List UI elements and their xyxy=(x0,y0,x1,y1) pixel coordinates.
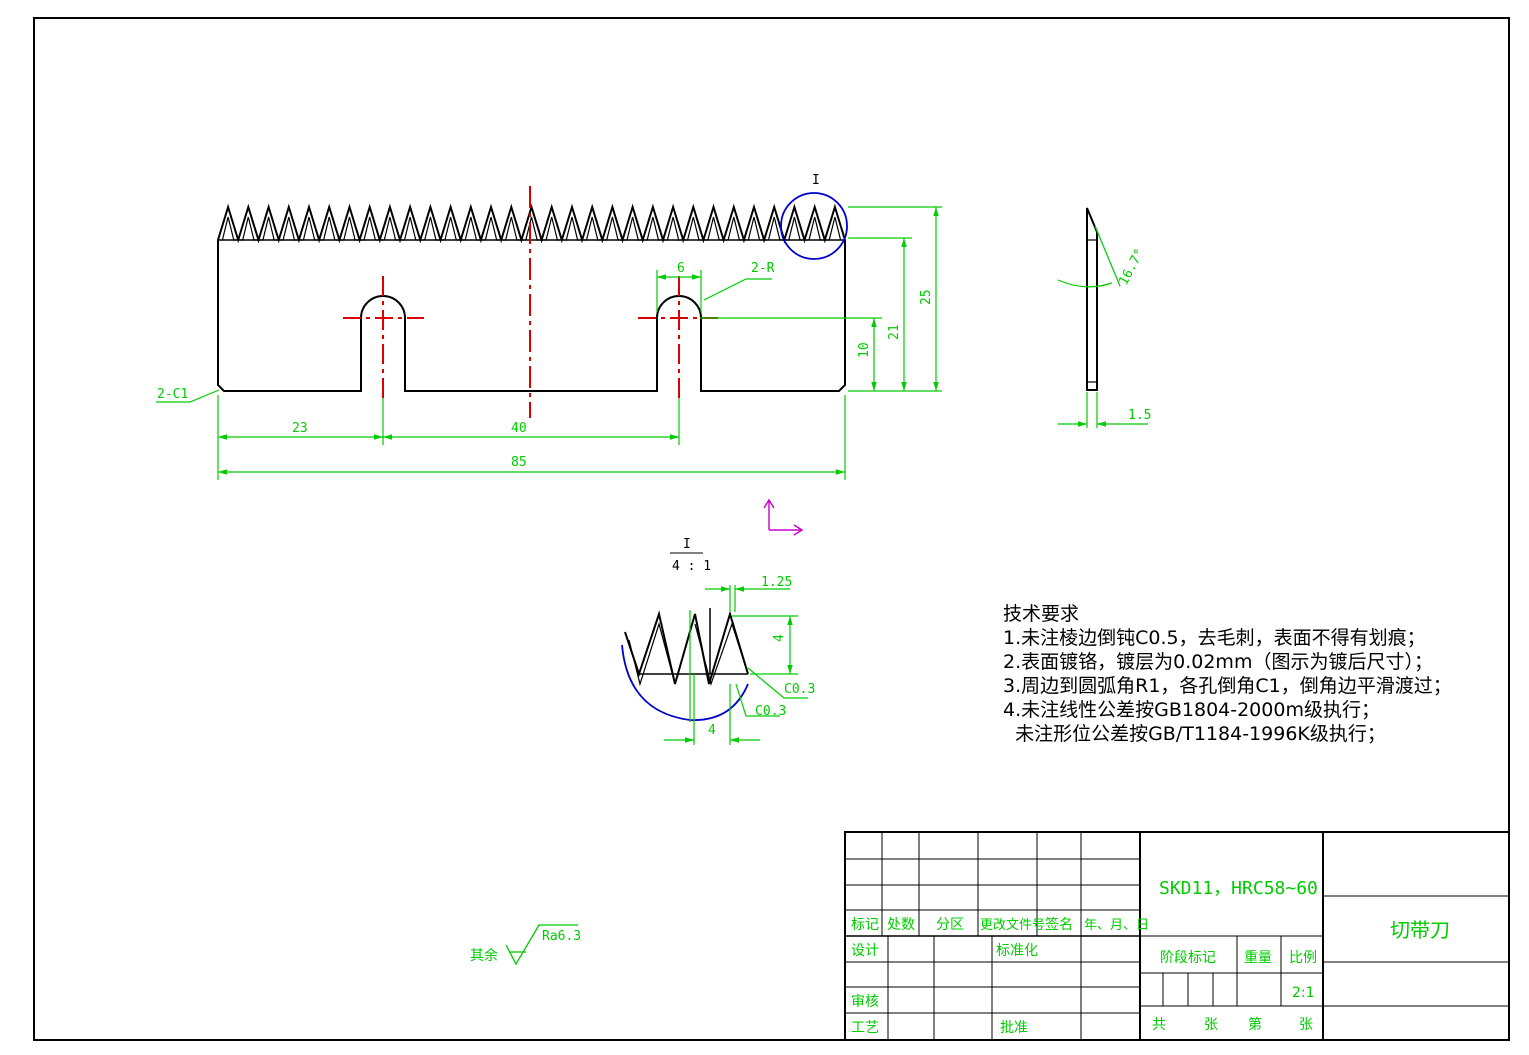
tb-process: 工艺 xyxy=(851,1020,879,1036)
dim-slot-radius: 2-R xyxy=(751,261,775,276)
main-dimensions xyxy=(156,206,942,480)
detail-teeth xyxy=(624,610,749,685)
tech-line-3: 3.周边到圆弧角R1，各孔倒角C1，倒角边平滑渡过； xyxy=(1003,675,1452,697)
drawing-frame xyxy=(33,17,1510,1041)
tb-total: 共 xyxy=(1152,1017,1166,1033)
tb-part-name: 切带刀 xyxy=(1390,918,1450,942)
tb-scale-value: 2:1 xyxy=(1292,985,1315,1001)
tb-material: SKD11，HRC58~60 xyxy=(1159,878,1318,899)
surface-finish-label: 其余 xyxy=(470,947,498,964)
tech-line-4: 4.未注线性公差按GB1804-2000m级执行； xyxy=(1003,699,1380,721)
tech-line-1: 1.未注棱边倒钝C0.5，去毛刺，表面不得有划痕； xyxy=(1003,627,1426,649)
tb-header-sign: 签名 xyxy=(1045,916,1073,933)
roughness-symbol-icon xyxy=(505,924,578,966)
tb-design: 设计 xyxy=(851,943,879,959)
tb-header-zone: 分区 xyxy=(936,917,964,933)
surface-finish: 其余 Ra6.3 xyxy=(470,924,581,966)
side-thickness: 1.5 xyxy=(1128,408,1151,423)
tb-header-mark: 标记 xyxy=(851,917,879,933)
tb-approve: 批准 xyxy=(1000,1020,1028,1036)
detail-tooth-height: 4 xyxy=(772,634,787,642)
title-block: 标记 处数 分区 更改文件号 签名 年、月、日 设计 标准化 审核 工艺 批准 … xyxy=(844,831,1510,1041)
detail-circle-marker xyxy=(780,192,848,260)
detail-view: I 4 : 1 1.25 4 4 C0.3 C0.3 xyxy=(621,537,815,745)
tech-requirements: 技术要求 1.未注棱边倒钝C0.5，去毛刺，表面不得有划痕； 2.表面镀铬，镀层… xyxy=(1003,603,1452,745)
dim-slot-spacing: 40 xyxy=(511,421,527,436)
tech-line-5: 未注形位公差按GB/T1184-1996K级执行； xyxy=(1003,723,1386,745)
dim-height-body: 21 xyxy=(887,324,902,340)
tb-header-change-doc: 更改文件号 xyxy=(980,918,1045,933)
dim-slot-width: 6 xyxy=(677,261,685,276)
detail-pitch: 4 xyxy=(708,723,716,738)
tb-weight: 重量 xyxy=(1244,950,1272,966)
tooth-inner-contour xyxy=(221,216,842,241)
blade-outline xyxy=(217,203,846,392)
detail-scale: 4 : 1 xyxy=(672,559,711,574)
main-view: I xyxy=(156,173,942,536)
side-view: 16.7° 1.5 xyxy=(1057,207,1151,428)
tech-line-2: 2.表面镀铬，镀层为0.02mm（图示为镀后尺寸）； xyxy=(1003,651,1433,673)
tb-stage-mark: 阶段标记 xyxy=(1160,950,1216,966)
surface-finish-value: Ra6.3 xyxy=(542,929,581,944)
dim-left-offset: 23 xyxy=(292,421,308,436)
dim-total-width: 85 xyxy=(511,455,527,470)
tech-title: 技术要求 xyxy=(1003,603,1079,625)
tb-header-date: 年、月、日 xyxy=(1084,918,1149,933)
tb-scale-label: 比例 xyxy=(1289,950,1317,966)
dim-height-total: 25 xyxy=(919,289,934,305)
detail-marker-label: I xyxy=(812,173,820,188)
detail-chamfer-a: C0.3 xyxy=(784,682,815,697)
tb-sheets: 张 xyxy=(1204,1017,1218,1033)
side-profile xyxy=(1086,207,1098,391)
tb-sheet-no: 第 xyxy=(1248,1016,1262,1033)
tb-sheet-unit: 张 xyxy=(1299,1017,1313,1033)
ucs-icon xyxy=(763,498,804,536)
tb-header-count: 处数 xyxy=(887,917,915,933)
detail-tooth-tip: 1.25 xyxy=(761,575,792,590)
detail-label: I xyxy=(683,537,691,552)
dim-corner-chamfer: 2-C1 xyxy=(157,387,188,402)
side-angle: 16.7° xyxy=(1116,246,1148,288)
tb-standardization: 标准化 xyxy=(996,943,1038,959)
dim-slot-depth: 10 xyxy=(857,342,872,358)
detail-chamfer-b: C0.3 xyxy=(755,704,786,719)
tb-review: 审核 xyxy=(851,994,879,1010)
